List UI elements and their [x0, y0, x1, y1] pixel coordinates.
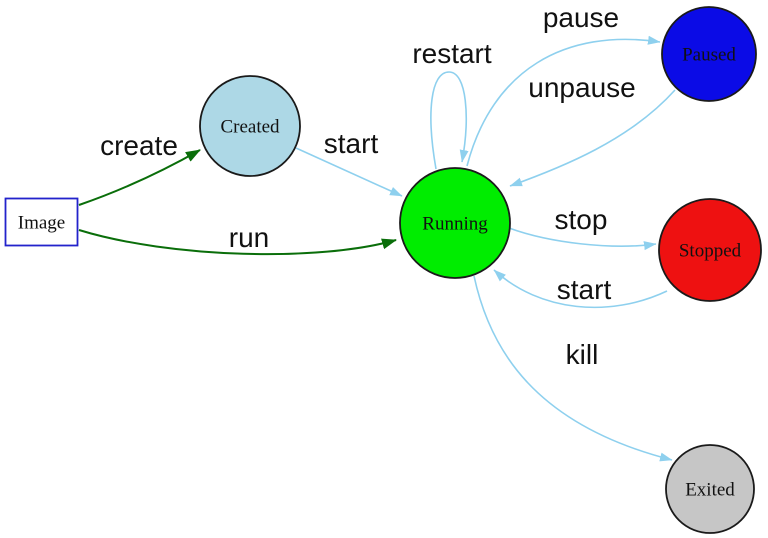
edge-start-stopped-running: [493, 269, 668, 309]
edges-layer: [78, 35, 676, 462]
node-running-shape: [399, 167, 511, 279]
edge-label-stop: stop: [555, 204, 608, 235]
node-stopped: Stopped: [658, 198, 762, 302]
node-image-label: Image: [18, 213, 65, 234]
node-running-label: Running: [422, 214, 488, 235]
node-paused-shape: [661, 6, 757, 102]
node-exited: Exited: [665, 444, 755, 534]
node-exited-label: Exited: [685, 480, 735, 501]
node-exited-shape: [665, 444, 755, 534]
node-paused-label: Paused: [682, 45, 736, 66]
edge-pause: [466, 35, 661, 167]
node-image-shape: [4, 197, 79, 247]
nodes-layer: Image Created Running Paused Stopped Exi: [4, 6, 762, 534]
edge-labels-layer: create run start restart pause unpause s…: [100, 2, 636, 370]
edge-create: [78, 149, 201, 206]
node-created-shape: [199, 75, 301, 177]
edge-label-pause: pause: [543, 2, 619, 33]
edge-label-start-upper: start: [324, 128, 379, 159]
edge-unpause: [509, 89, 676, 187]
edge-run: [78, 229, 397, 256]
node-created: Created: [199, 75, 301, 177]
node-stopped-label: Stopped: [679, 241, 742, 262]
edge-restart-self-loop: [430, 71, 469, 170]
node-paused: Paused: [661, 6, 757, 102]
node-image: Image: [4, 197, 79, 247]
edge-label-kill: kill: [566, 339, 599, 370]
edge-label-unpause: unpause: [528, 72, 635, 103]
edge-label-start-lower: start: [557, 274, 612, 305]
edge-label-run: run: [229, 222, 269, 253]
edge-stop: [508, 227, 657, 251]
edge-kill: [473, 275, 673, 462]
node-stopped-shape: [658, 198, 762, 302]
edge-label-create: create: [100, 130, 178, 161]
node-running: Running: [399, 167, 511, 279]
node-created-label: Created: [220, 117, 280, 138]
edge-start-created-running: [295, 147, 403, 197]
edge-label-restart: restart: [412, 38, 492, 69]
